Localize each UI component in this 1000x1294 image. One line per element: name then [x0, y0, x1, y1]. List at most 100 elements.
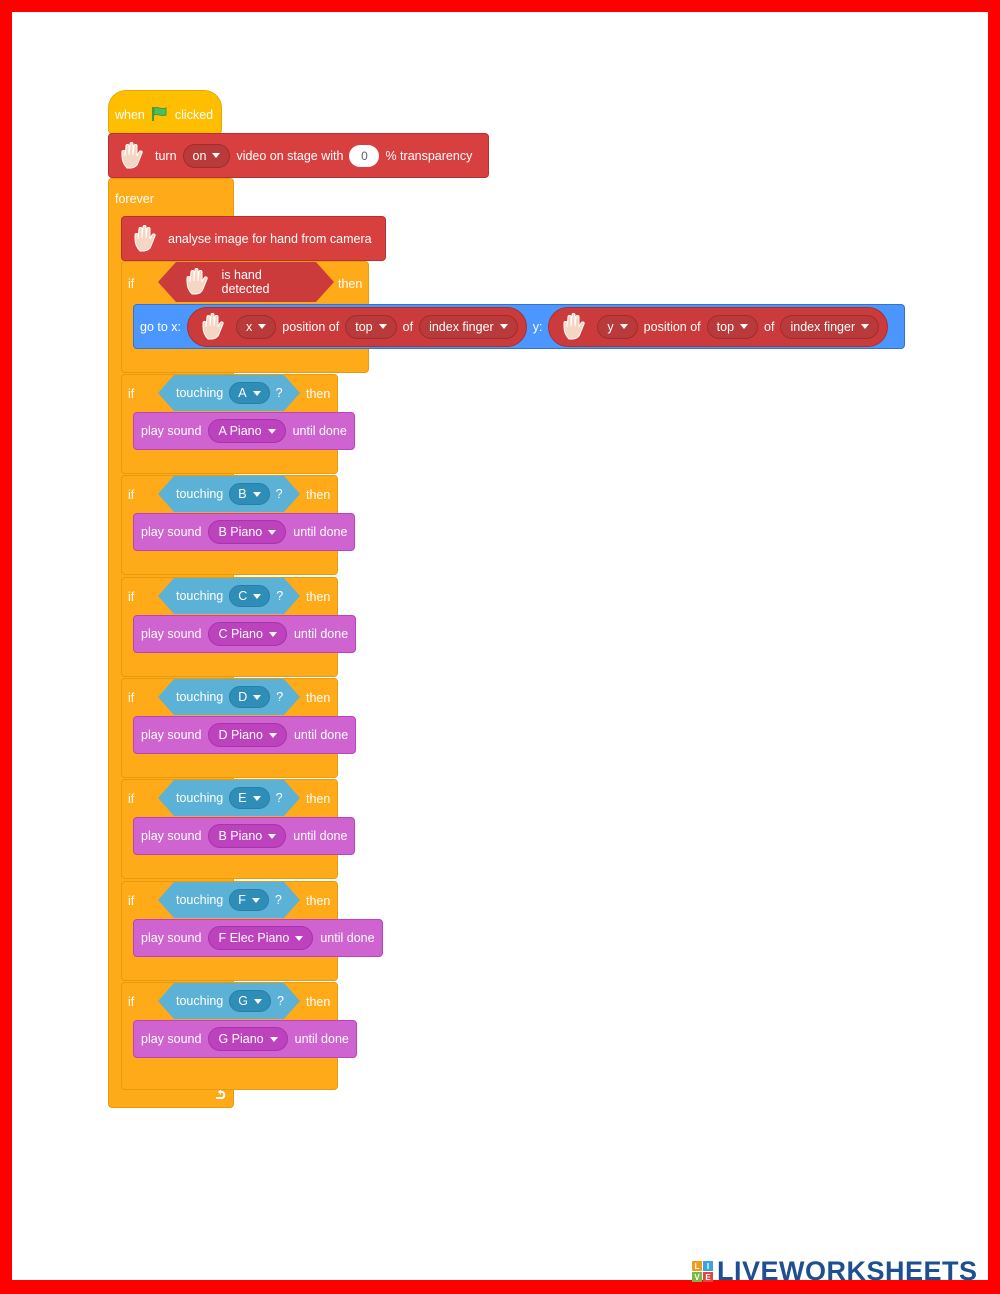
axis-dropdown[interactable]: x: [236, 314, 277, 339]
touching-condition[interactable]: touching D?: [158, 679, 300, 715]
chevron-down-icon: [258, 324, 267, 329]
play-sound-until-done-block[interactable]: play sound B Piano until done: [133, 513, 356, 551]
chevron-down-icon: [252, 898, 260, 903]
of-label: of: [764, 319, 775, 334]
finger-dropdown[interactable]: index finger: [780, 314, 880, 339]
of-label: of: [402, 319, 414, 334]
chevron-down-icon: [254, 999, 262, 1004]
play-sound-until-done-block[interactable]: play sound G Piano until done: [133, 1020, 357, 1058]
video-on-stage-label: video on stage with: [236, 148, 344, 163]
is-hand-detected-condition[interactable]: is hand detected: [158, 262, 334, 302]
sprite-value: A: [238, 386, 247, 400]
chevron-down-icon: [499, 324, 508, 329]
question-label: ?: [276, 690, 284, 704]
until-done-label: until done: [293, 525, 348, 539]
if-label: if: [128, 995, 135, 1009]
finger-dropdown[interactable]: index finger: [419, 314, 518, 339]
hand-icon: [557, 312, 591, 342]
logo-mark-i: I: [703, 1261, 713, 1271]
question-label: ?: [277, 994, 284, 1008]
part-value: top: [355, 319, 373, 334]
video-state-value: on: [192, 148, 207, 163]
logo-mark-icon: L I V E: [692, 1261, 713, 1282]
x-position-reporter[interactable]: x position of top of index finger: [187, 306, 527, 347]
chevron-down-icon: [268, 529, 277, 535]
sound-dropdown[interactable]: C Piano: [208, 622, 287, 646]
sound-dropdown[interactable]: B Piano: [208, 824, 287, 848]
touching-label: touching: [176, 589, 224, 603]
then-label: then: [306, 488, 331, 502]
sound-dropdown[interactable]: B Piano: [208, 520, 287, 544]
chevron-down-icon: [253, 594, 261, 599]
analyse-image-block[interactable]: analyse image for hand from camera: [121, 216, 386, 261]
touching-condition[interactable]: touching C?: [158, 578, 300, 614]
question-label: ?: [274, 893, 282, 907]
chevron-down-icon: [267, 428, 276, 434]
chevron-down-icon: [378, 324, 387, 329]
sprite-value: E: [238, 791, 247, 805]
sound-dropdown[interactable]: F Elec Piano: [208, 926, 314, 950]
part-dropdown[interactable]: top: [345, 314, 397, 339]
then-label: then: [306, 995, 331, 1009]
sprite-dropdown[interactable]: A: [229, 382, 269, 404]
chevron-down-icon: [295, 935, 304, 941]
until-done-label: until done: [294, 1032, 349, 1046]
if-label: if: [128, 590, 135, 604]
logo-text: LIVEWORKSHEETS: [717, 1256, 978, 1286]
until-done-label: until done: [320, 931, 375, 945]
chevron-down-icon: [253, 796, 261, 801]
sound-dropdown[interactable]: G Piano: [208, 1027, 288, 1051]
transparency-input[interactable]: 0: [349, 144, 380, 167]
sound-value: B Piano: [218, 525, 263, 539]
touching-label: touching: [176, 690, 224, 704]
hand-icon: [180, 267, 214, 297]
until-done-label: until done: [292, 424, 347, 438]
y-label: y:: [532, 319, 543, 334]
question-label: ?: [276, 589, 284, 603]
play-sound-label: play sound: [141, 1032, 202, 1046]
play-sound-label: play sound: [141, 627, 202, 641]
sound-value: F Elec Piano: [218, 931, 290, 945]
sprite-dropdown[interactable]: G: [229, 990, 271, 1012]
sprite-dropdown[interactable]: B: [229, 483, 269, 505]
sound-dropdown[interactable]: D Piano: [208, 723, 287, 747]
chevron-down-icon: [268, 732, 277, 738]
sprite-dropdown[interactable]: E: [229, 787, 269, 809]
question-label: ?: [275, 386, 283, 400]
chevron-down-icon: [253, 492, 261, 497]
sprite-dropdown[interactable]: F: [229, 889, 269, 911]
video-state-dropdown[interactable]: on: [182, 143, 231, 168]
analyse-label: analyse image for hand from camera: [168, 231, 372, 246]
play-sound-until-done-block[interactable]: play sound F Elec Piano until done: [133, 919, 383, 957]
sound-value: A Piano: [218, 424, 262, 438]
logo-mark-v: V: [692, 1272, 702, 1282]
play-sound-label: play sound: [141, 931, 202, 945]
clicked-label: clicked: [174, 108, 214, 122]
sound-dropdown[interactable]: A Piano: [208, 419, 286, 443]
part-dropdown[interactable]: top: [706, 314, 759, 339]
sound-value: D Piano: [218, 728, 263, 742]
forever-label: forever: [115, 192, 154, 206]
touching-condition[interactable]: touching A?: [158, 375, 300, 411]
then-label: then: [306, 691, 331, 705]
turn-video-block[interactable]: turn on video on stage with 0 % transpar…: [108, 133, 489, 178]
sprite-dropdown[interactable]: D: [229, 686, 270, 708]
go-to-label: go to x:: [140, 319, 181, 334]
play-sound-label: play sound: [141, 525, 202, 539]
sprite-dropdown[interactable]: C: [229, 585, 270, 607]
chevron-down-icon: [212, 153, 221, 158]
touching-label: touching: [176, 386, 224, 400]
transparency-label: % transparency: [385, 148, 473, 163]
y-position-reporter[interactable]: y position of top of index finger: [548, 306, 889, 347]
when-flag-clicked-block[interactable]: when clicked: [108, 90, 222, 134]
go-to-xy-block[interactable]: go to x: x position of top of index fing…: [133, 304, 905, 349]
axis-dropdown[interactable]: y: [597, 314, 638, 339]
